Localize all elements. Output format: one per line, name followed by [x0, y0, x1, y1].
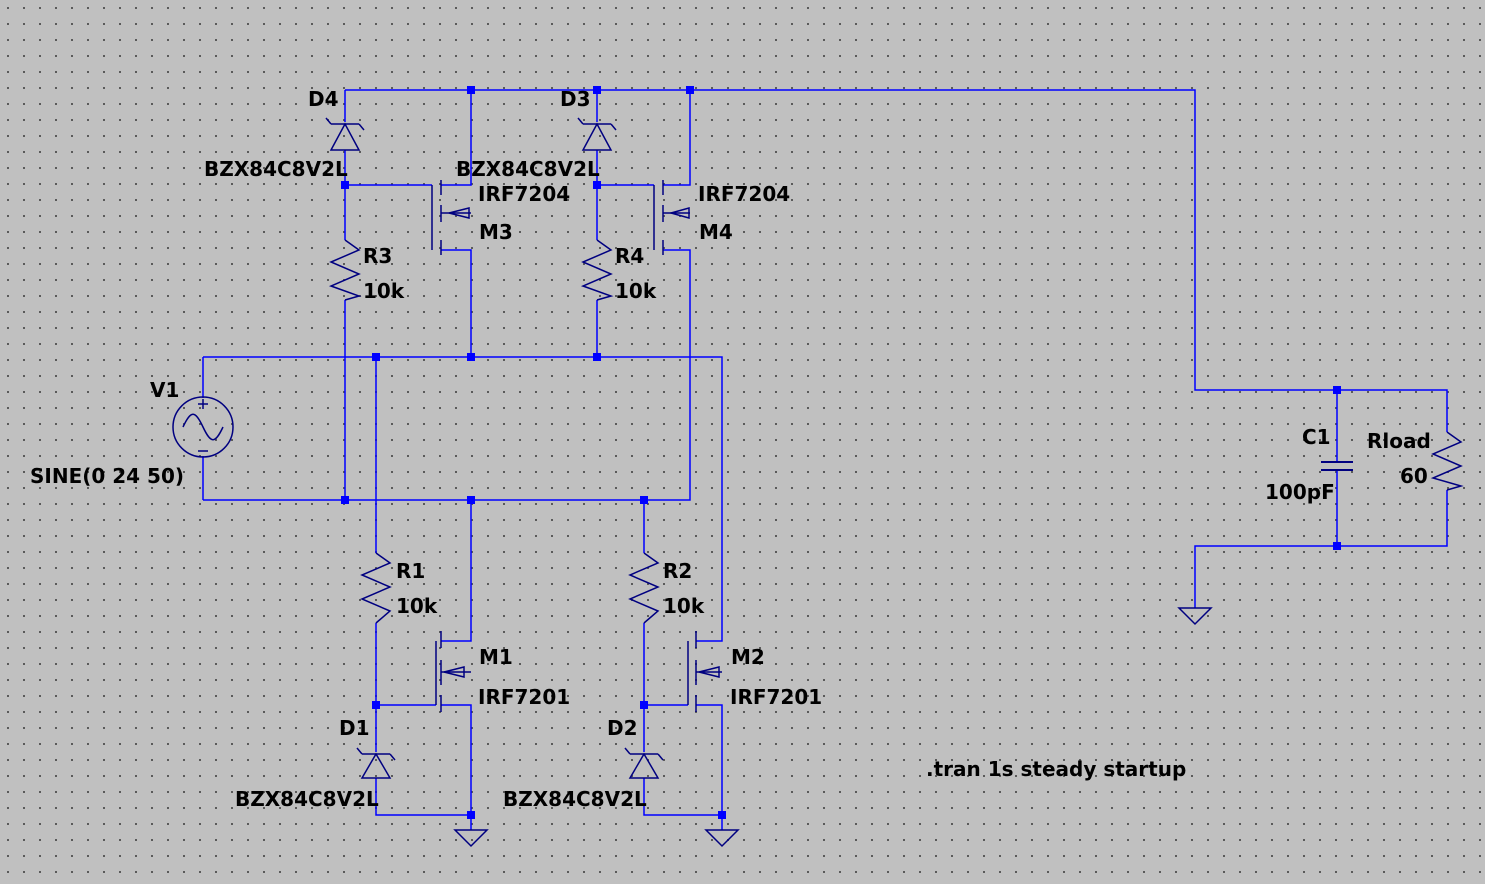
wire-m4-source [663, 90, 691, 186]
ground-symbols [453, 607, 1213, 848]
rload-value: 60 [1400, 464, 1428, 488]
m4-ref: M4 [699, 220, 733, 244]
resistor-r1[interactable] [360, 552, 392, 624]
wire-m1 [441, 500, 472, 830]
resistor-r2[interactable] [628, 552, 660, 624]
d2-ref: D2 [607, 716, 638, 740]
spice-directive[interactable]: .tran 1s steady startup [926, 757, 1186, 781]
ground-icon [704, 829, 740, 848]
wire-top-rail [345, 89, 1448, 432]
wire-mid-rail [203, 356, 723, 642]
r3-value: 10k [363, 279, 405, 303]
d1-ref: D1 [339, 716, 370, 740]
c1-ref: C1 [1302, 425, 1331, 449]
m2-value: IRF7201 [730, 685, 822, 709]
nmos-m2[interactable] [687, 631, 722, 712]
capacitor-c1[interactable] [1321, 461, 1353, 471]
m1-ref: M1 [479, 645, 513, 669]
d4-value: BZX84C8V2L [204, 157, 348, 181]
m1-value: IRF7201 [478, 685, 570, 709]
voltage-source-v1[interactable] [172, 396, 234, 458]
d3-value: BZX84C8V2L [456, 157, 600, 181]
rload-ref: Rload [1367, 429, 1431, 453]
wire-m2 [696, 704, 723, 830]
wire-load-bottom [1194, 490, 1448, 608]
resistor-r4[interactable] [580, 239, 614, 301]
ground-icon [1177, 607, 1213, 626]
r4-value: 10k [615, 279, 657, 303]
r3-ref: R3 [363, 244, 392, 268]
pmos-m3[interactable] [431, 180, 471, 255]
d1-value: BZX84C8V2L [235, 787, 379, 811]
v1-value: SINE(0 24 50) [30, 464, 184, 488]
r1-value: 10k [396, 594, 438, 618]
zener-diode-d4[interactable] [325, 117, 365, 151]
wire-m3-drain [441, 249, 472, 357]
d3-ref: D3 [560, 87, 591, 111]
pmos-m4[interactable] [653, 180, 690, 255]
nmos-m1[interactable] [435, 631, 471, 712]
zener-diode-d3[interactable] [577, 117, 617, 151]
wires [202, 89, 1448, 830]
zener-diode-d1[interactable] [356, 747, 396, 779]
resistor-rload[interactable] [1430, 431, 1464, 491]
r4-ref: R4 [615, 244, 644, 268]
resistor-r3[interactable] [328, 239, 362, 301]
m4-value: IRF7204 [698, 182, 790, 206]
m2-ref: M2 [731, 645, 765, 669]
r2-value: 10k [663, 594, 705, 618]
wire-d1 [375, 705, 471, 816]
m3-value: IRF7204 [478, 182, 570, 206]
zener-diode-d2[interactable] [624, 747, 664, 779]
d2-value: BZX84C8V2L [503, 787, 647, 811]
wire-d2 [643, 705, 722, 816]
wire-m3-source [441, 90, 472, 186]
ground-icon [453, 829, 489, 848]
junctions [341, 86, 1341, 819]
wire-m4-drain [203, 249, 691, 501]
m3-ref: M3 [479, 220, 513, 244]
r2-ref: R2 [663, 559, 692, 583]
v1-ref: V1 [150, 378, 179, 402]
c1-value: 100pF [1265, 480, 1335, 504]
d4-ref: D4 [308, 87, 339, 111]
r1-ref: R1 [396, 559, 425, 583]
